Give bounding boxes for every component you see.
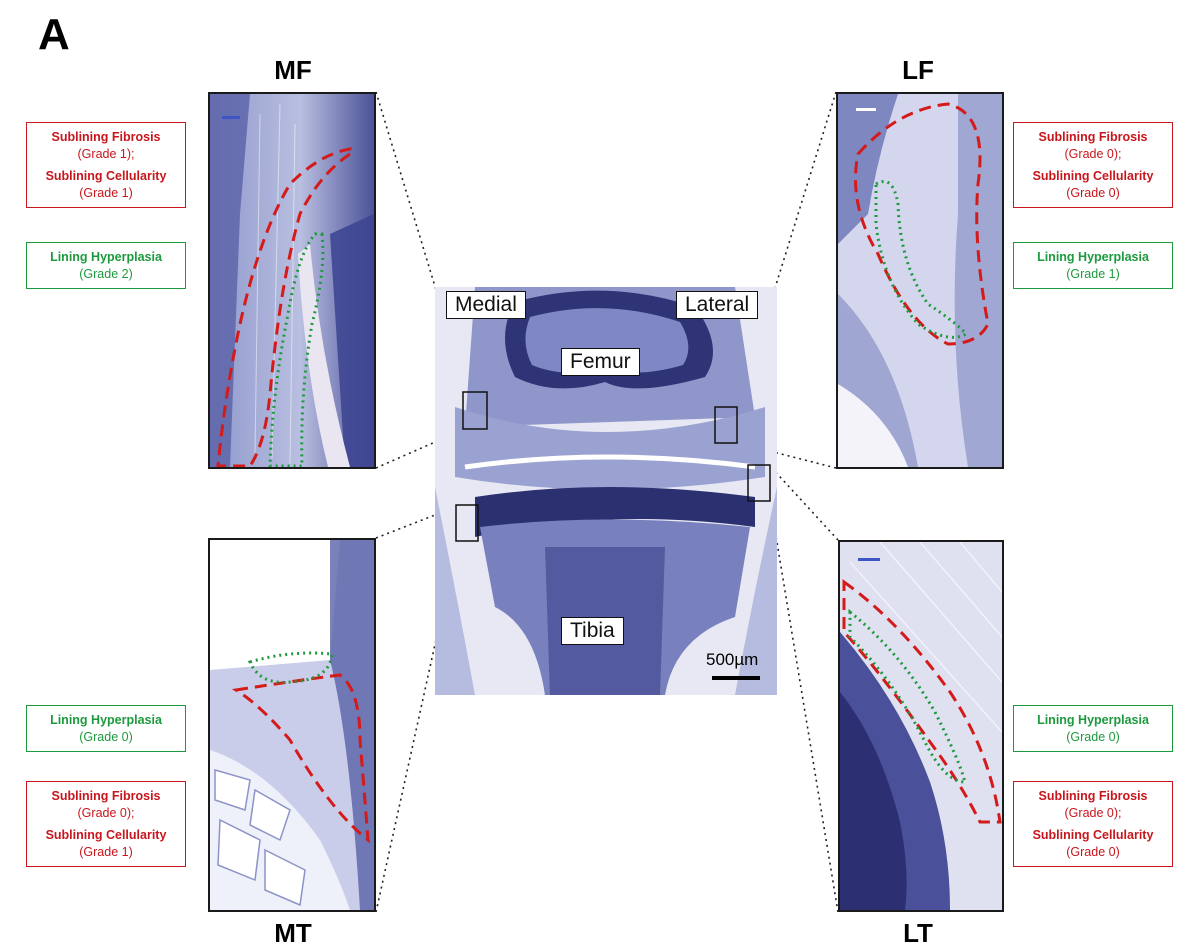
- lt-hyperplasia-box: Lining Hyperplasia (Grade 0): [1013, 705, 1173, 752]
- mf-hyperplasia-grade: (Grade 2): [79, 266, 133, 281]
- roi-box-mf: [462, 391, 488, 430]
- lf-hyperplasia-grade: (Grade 1): [1066, 266, 1120, 281]
- guide-line-mf-bottom: [375, 427, 468, 469]
- mt-fibrosis-title: Sublining Fibrosis: [51, 789, 161, 803]
- scale-label: 500µm: [706, 650, 759, 669]
- lf-fibrosis-title: Sublining Fibrosis: [1038, 130, 1148, 144]
- fibrosis-outline-lt: [842, 579, 1002, 824]
- mf-fibrosis-title: Sublining Fibrosis: [51, 130, 161, 144]
- hyperplasia-outline-lt: [848, 608, 967, 784]
- tibia-label: Tibia: [561, 617, 624, 645]
- hyperplasia-outline-mt: [247, 651, 334, 684]
- micrograph-mt: [208, 538, 376, 912]
- lateral-label: Lateral: [676, 291, 759, 319]
- label-mt: MT: [274, 918, 312, 948]
- fibrosis-outline-mt: [231, 673, 370, 844]
- lf-hyperplasia-title: Lining Hyperplasia: [1037, 250, 1149, 264]
- scale-bar-center: [712, 676, 760, 680]
- lf-fibrosis-grade: (Grade 0);: [1064, 146, 1122, 161]
- mt-hyperplasia-grade: (Grade 0): [79, 729, 133, 744]
- mt-fibrosis-grade: (Grade 0);: [77, 805, 135, 820]
- guide-line-mf-top: [375, 91, 468, 393]
- roi-box-lt: [747, 464, 771, 502]
- lt-cellularity-grade: (Grade 0): [1066, 844, 1120, 859]
- label-mf: MF: [274, 55, 312, 85]
- mf-fibrosis-grade: (Grade 1);: [77, 146, 135, 161]
- lf-hyperplasia-box: Lining Hyperplasia (Grade 1): [1013, 242, 1173, 289]
- label-lf: LF: [902, 55, 934, 85]
- panel-letter: A: [38, 10, 70, 59]
- micrograph-mf: [208, 92, 376, 469]
- label-lt: LT: [903, 918, 933, 948]
- micrograph-lf: [836, 92, 1004, 469]
- scale-bar-lt: [858, 558, 880, 561]
- guide-line-lf-top: [737, 91, 837, 408]
- micrograph-lt: [838, 540, 1004, 912]
- lt-hyperplasia-grade: (Grade 0): [1066, 729, 1120, 744]
- mt-cellularity-title: Sublining Cellularity: [45, 828, 167, 842]
- lt-cellularity-title: Sublining Cellularity: [1032, 828, 1154, 842]
- lf-cellularity-title: Sublining Cellularity: [1032, 169, 1154, 183]
- fibrosis-outline-lf: [854, 102, 990, 346]
- scale-bar-lf: [856, 108, 876, 111]
- fibrosis-outline-mf: [216, 147, 352, 467]
- mf-cellularity-grade: (Grade 1): [79, 185, 133, 200]
- guide-line-lt-top: [769, 465, 839, 541]
- femur-label: Femur: [561, 348, 640, 376]
- mf-hyperplasia-title: Lining Hyperplasia: [50, 250, 162, 264]
- mf-cellularity-title: Sublining Cellularity: [45, 169, 167, 183]
- lf-sublining-box: Sublining Fibrosis (Grade 0); Sublining …: [1013, 122, 1173, 208]
- lt-sublining-box: Sublining Fibrosis (Grade 0); Sublining …: [1013, 781, 1173, 867]
- scale-bar-mf: [222, 116, 240, 119]
- guide-line-lt-bottom: [769, 499, 839, 913]
- hyperplasia-outline-mf: [268, 232, 325, 467]
- medial-label: Medial: [446, 291, 526, 319]
- mt-hyperplasia-title: Lining Hyperplasia: [50, 713, 162, 727]
- hyperplasia-outline-lf: [874, 180, 969, 339]
- lt-fibrosis-grade: (Grade 0);: [1064, 805, 1122, 820]
- knee-joint-section: [435, 287, 777, 695]
- lf-cellularity-grade: (Grade 0): [1066, 185, 1120, 200]
- mf-hyperplasia-box: Lining Hyperplasia (Grade 2): [26, 242, 186, 289]
- roi-box-mt: [455, 504, 479, 542]
- mt-sublining-box: Sublining Fibrosis (Grade 0); Sublining …: [26, 781, 186, 867]
- mf-sublining-box: Sublining Fibrosis (Grade 1); Sublining …: [26, 122, 186, 208]
- mt-hyperplasia-box: Lining Hyperplasia (Grade 0): [26, 705, 186, 752]
- lt-fibrosis-title: Sublining Fibrosis: [1038, 789, 1148, 803]
- scale-bar-mt: [226, 560, 246, 563]
- lt-hyperplasia-title: Lining Hyperplasia: [1037, 713, 1149, 727]
- roi-box-lf: [714, 406, 738, 444]
- mt-cellularity-grade: (Grade 1): [79, 844, 133, 859]
